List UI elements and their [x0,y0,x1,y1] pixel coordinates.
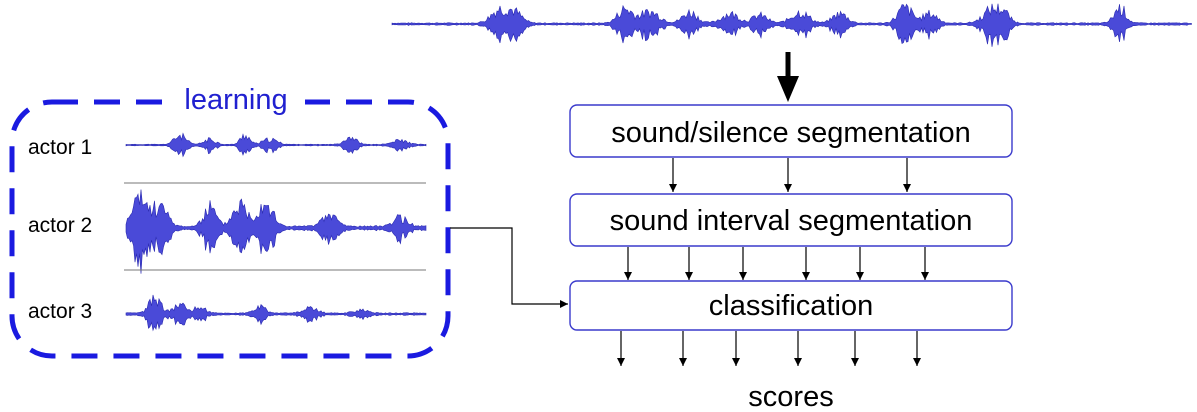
actor-label-3: actor 3 [28,300,92,323]
scores-label: scores [748,381,833,412]
sound-interval-box [569,193,1013,247]
input-waveform [391,3,1192,47]
sound-interval-label: sound interval segmentation [610,205,973,237]
sound-silence-box [569,104,1013,158]
learning-connector [450,227,568,308]
sound-silence-label: sound/silence segmentation [611,117,971,149]
actor-waveform-1 [125,132,427,158]
arrows-step2-step3 [624,247,929,280]
actor-waveform-3 [125,294,427,332]
arrows-to-scores [617,331,921,366]
learning-title: learning [184,84,287,116]
arrows-step1-step2 [669,158,911,192]
classification-box [569,280,1013,331]
actor-label-1: actor 1 [28,136,92,159]
input-arrow [777,52,799,102]
actor-label-2: actor 2 [28,214,92,237]
classification-label: classification [709,290,873,322]
actor-waveform-2 [125,189,427,274]
